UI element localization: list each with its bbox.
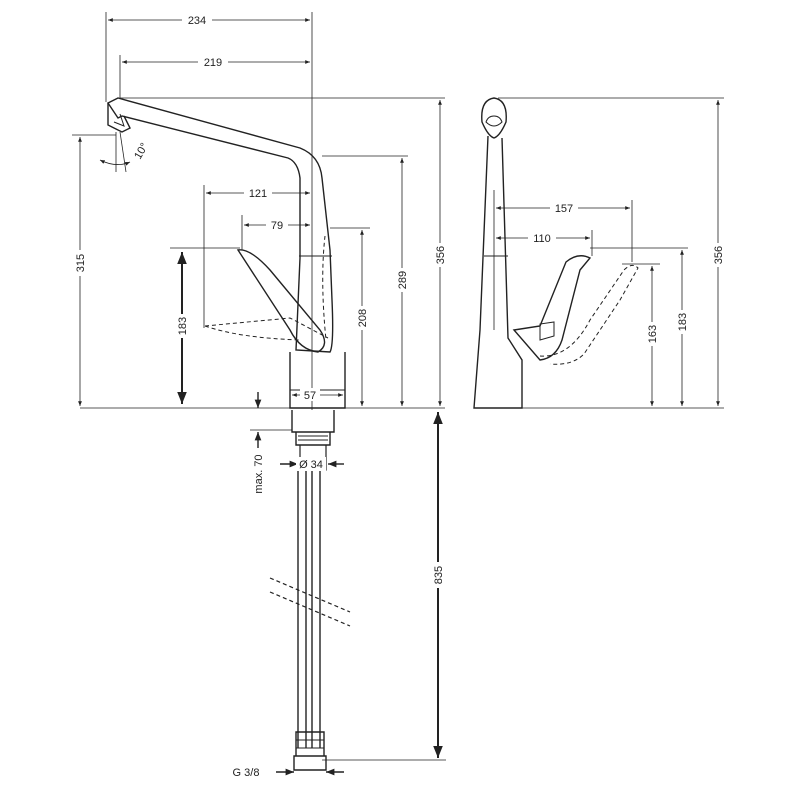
dim-10-deg: 10° xyxy=(132,141,151,161)
dim-163: 163 xyxy=(647,325,659,343)
front-view: 234 219 121 79 57 10° 315 183 xyxy=(72,12,447,779)
dim-g-3-8: G 3/8 xyxy=(233,767,260,779)
spray-head xyxy=(107,103,131,133)
dim-289: 289 xyxy=(397,271,409,289)
side-lever-open xyxy=(539,264,639,365)
dim-157: 157 xyxy=(555,203,573,215)
dim-121: 121 xyxy=(249,188,267,200)
dim-183-front: 183 xyxy=(177,317,189,335)
dim-183-side: 183 xyxy=(677,313,689,331)
dim-835: 835 xyxy=(433,566,445,584)
side-view: 157 110 163 183 356 xyxy=(473,97,725,409)
dim-356-front: 356 xyxy=(435,246,447,264)
dim-max-70: max. 70 xyxy=(253,454,265,493)
front-lever-open xyxy=(204,235,329,341)
side-body xyxy=(473,135,523,409)
front-spout xyxy=(106,97,334,353)
hose-right xyxy=(311,470,321,748)
connection-fittings xyxy=(293,731,327,771)
dim-219: 219 xyxy=(204,57,222,69)
dim-110: 110 xyxy=(533,233,551,245)
hose-left xyxy=(297,470,307,748)
front-lever xyxy=(236,249,326,353)
side-spout-head xyxy=(481,97,507,139)
shank xyxy=(291,410,335,446)
dim-57: 57 xyxy=(304,390,316,402)
dim-234: 234 xyxy=(188,15,206,27)
dim-356-side: 356 xyxy=(713,246,725,264)
dim-208: 208 xyxy=(357,309,369,327)
dim-79: 79 xyxy=(271,220,283,232)
side-lever xyxy=(512,255,592,361)
dim-diameter-34: Ø 34 xyxy=(299,459,323,471)
dim-315: 315 xyxy=(75,254,87,272)
